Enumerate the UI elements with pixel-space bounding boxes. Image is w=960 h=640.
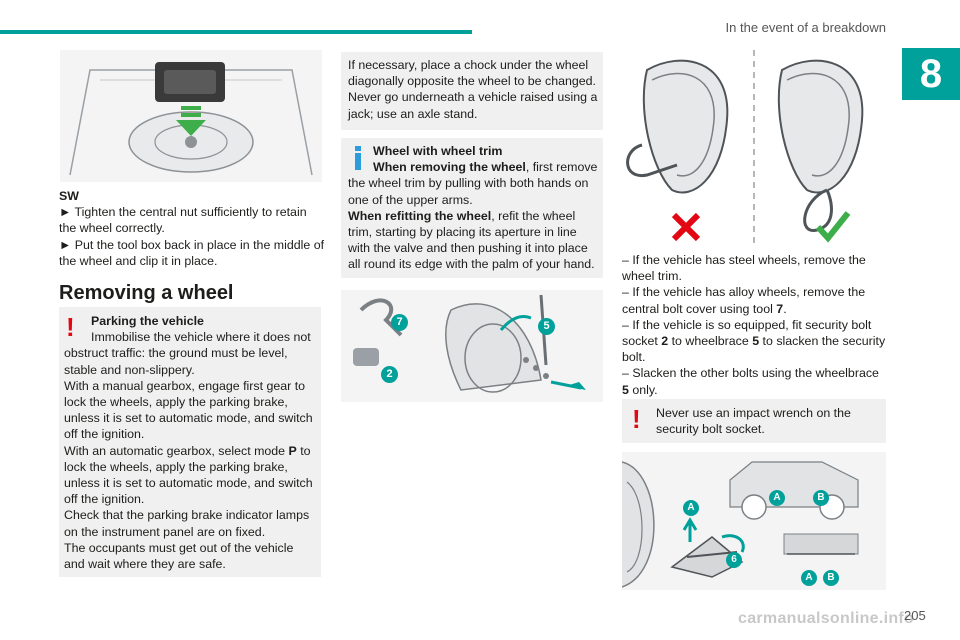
bullet-tighten-nut: ► Tighten the central nut sufficiently t…	[59, 205, 307, 236]
callout-5: 5	[538, 318, 555, 335]
callout-a-sill: A	[801, 570, 817, 586]
step-alloy-wheels: – If the vehicle has alloy wheels, remov…	[622, 285, 866, 316]
info-removing: When removing the wheel, first remove th…	[348, 160, 598, 207]
callout-6: 6	[726, 552, 742, 568]
watermark: carmanualsonline.info	[738, 610, 915, 627]
note-box-chock	[341, 52, 603, 130]
note-chock: If necessary, place a chock under the wh…	[348, 58, 598, 121]
callout-2: 2	[381, 366, 398, 383]
info-refitting: When refitting the wheel, refit the whee…	[348, 208, 595, 272]
bullet-put-toolbox-back: ► Put the tool box back in place in the …	[59, 237, 325, 268]
subheading-sw: SW	[59, 189, 79, 203]
page-number: 205	[904, 608, 926, 623]
step-steel-wheels: – If the vehicle has steel wheels, remov…	[622, 253, 866, 284]
warning-icon: !	[66, 312, 75, 342]
callout-b-sill: B	[823, 570, 839, 586]
warning-box-parking	[59, 307, 321, 577]
jack-position-illustration	[622, 452, 886, 590]
section-title: In the event of a breakdown	[725, 20, 886, 35]
warning-indicator-lamps: Check that the parking brake indicator l…	[64, 508, 310, 539]
callout-b-car: B	[813, 490, 829, 506]
warning-icon-2: !	[632, 404, 641, 434]
info-title: Wheel with wheel trim	[373, 144, 503, 158]
callout-a-jack: A	[683, 500, 699, 516]
warning-immobilise: Immobilise the vehicle where it does not…	[64, 330, 311, 377]
warning-box-impact-wrench	[622, 399, 886, 443]
chapter-number: 8	[919, 51, 943, 96]
info-icon	[355, 146, 361, 170]
info-box-wheel-trim	[341, 138, 603, 278]
step-security-bolt: – If the vehicle is so equipped, fit sec…	[622, 317, 886, 365]
warning-manual-gearbox: With a manual gearbox, engage first gear…	[64, 378, 313, 442]
heading-removing-wheel: Removing a wheel	[59, 282, 234, 304]
callout-a-car: A	[769, 490, 785, 506]
warning-impact-wrench: Never use an impact wrench on the securi…	[656, 406, 851, 437]
warning-occupants: The occupants must get out of the vehicl…	[64, 540, 294, 572]
warning-title: Parking the vehicle	[91, 314, 204, 328]
callout-7: 7	[391, 314, 408, 331]
trim-removal-illustration	[622, 50, 886, 244]
step-other-bolts: – Slacken the other bolts using the whee…	[622, 366, 879, 397]
warning-automatic-gearbox: With an automatic gearbox, select mode P…	[64, 443, 313, 507]
boot-spare-wheel-illustration	[60, 50, 322, 182]
header-accent-bar	[0, 30, 472, 34]
chapter-number-badge: 8	[902, 48, 960, 100]
wheelbrace-tools-illustration	[341, 290, 603, 402]
